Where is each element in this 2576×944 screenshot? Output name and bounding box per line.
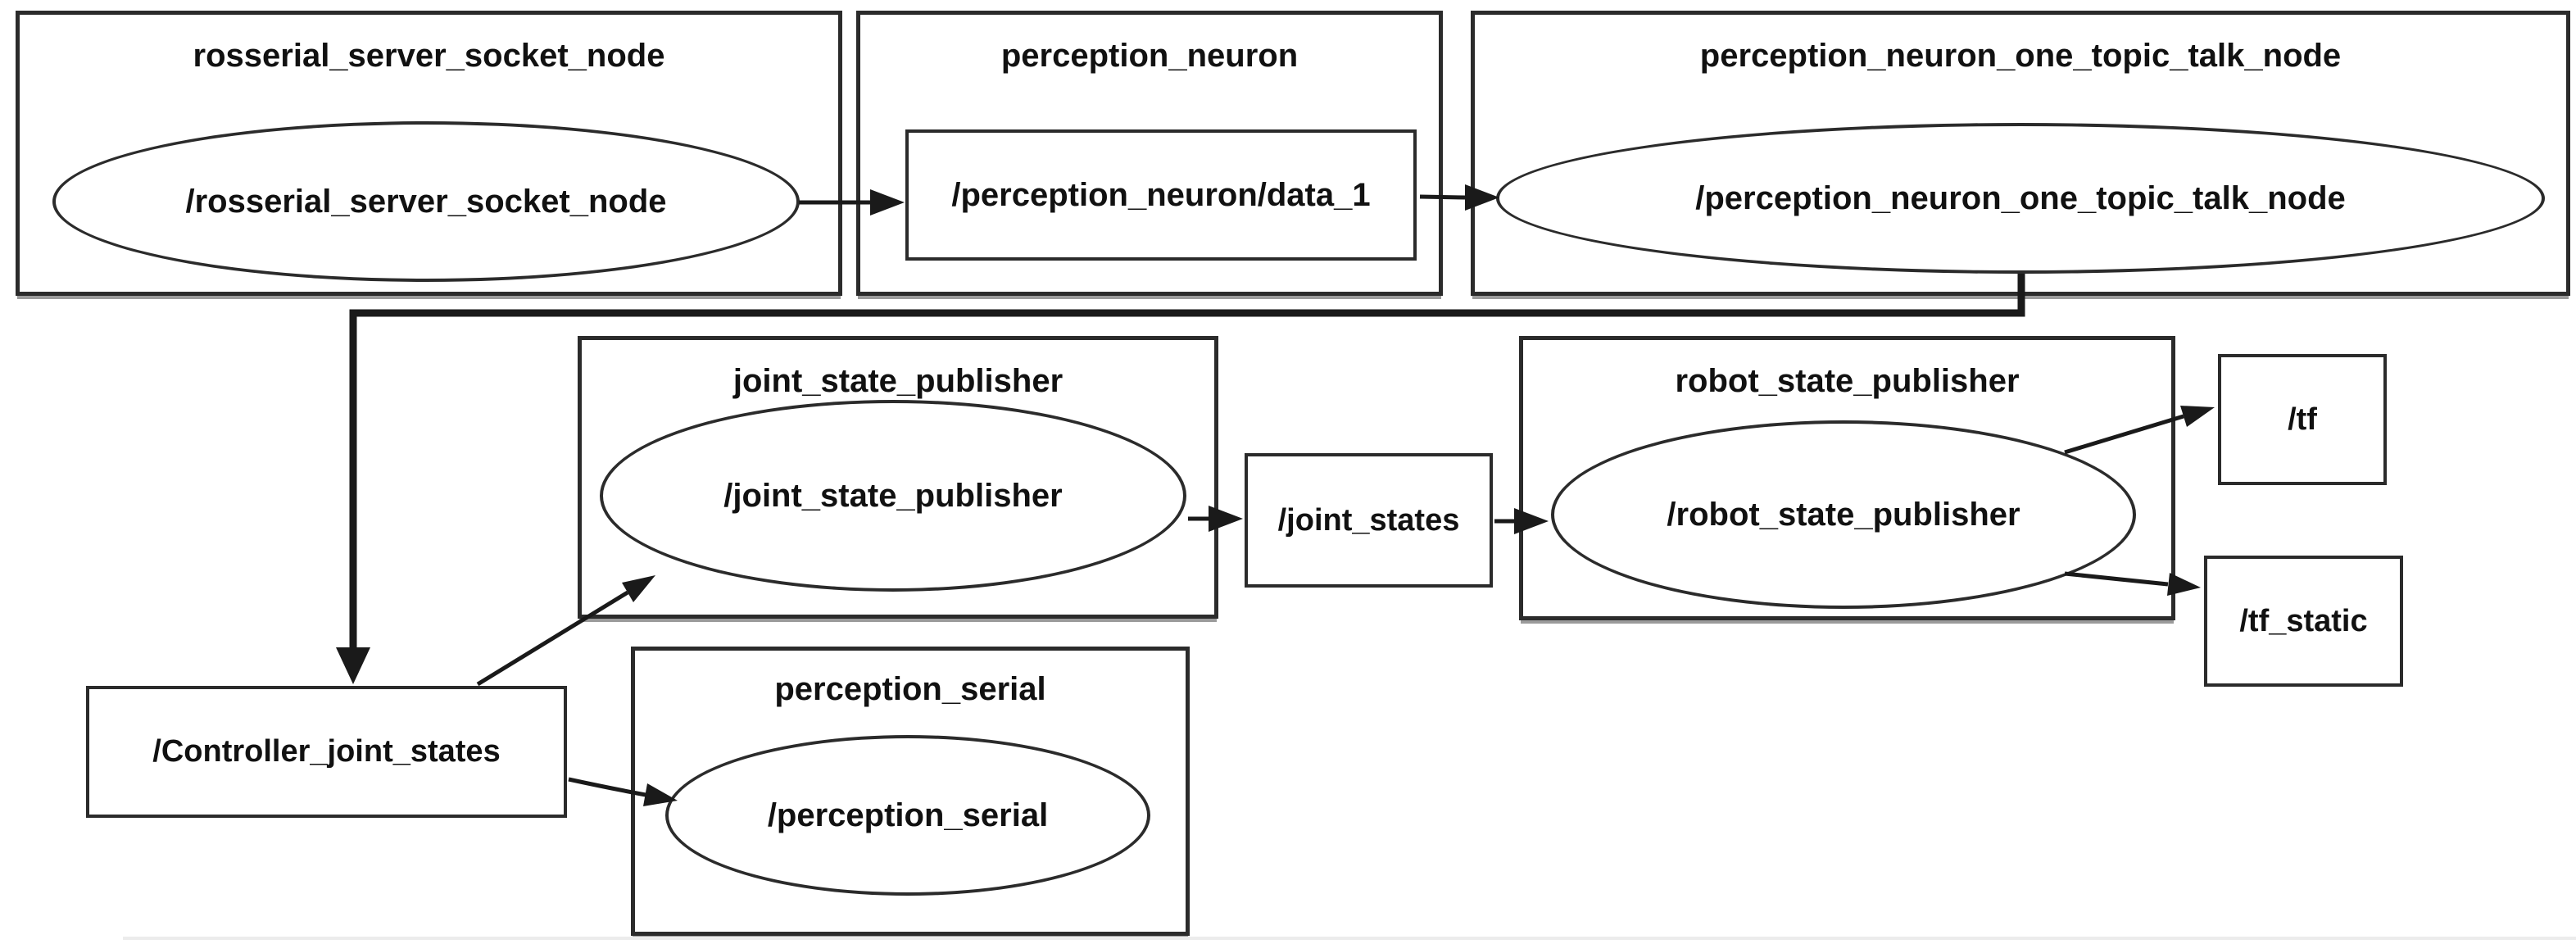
cluster-joint-state-publisher: joint_state_publisher /joint_state_publi…: [578, 336, 1218, 619]
topic-label-joint-states: /joint_states: [1277, 502, 1460, 538]
page-bottom-edge: [123, 937, 2576, 940]
topic-perception-neuron-data-1: /perception_neuron/data_1: [905, 129, 1417, 261]
cluster-label-perception-neuron-one-topic-talk-node: perception_neuron_one_topic_talk_node: [1699, 38, 2342, 74]
cluster-perception-neuron: perception_neuron /perception_neuron/dat…: [856, 11, 1443, 296]
cluster-perception-neuron-one-topic-talk-node: perception_neuron_one_topic_talk_node /p…: [1471, 11, 2570, 296]
node-label-robot-state-publisher: /robot_state_publisher: [1667, 496, 2020, 533]
topic-label-tf-static: /tf_static: [2239, 603, 2368, 638]
topic-tf: /tf: [2218, 354, 2387, 485]
arrowhead-icon: [336, 647, 370, 684]
node-joint-state-publisher: /joint_state_publisher: [600, 400, 1186, 592]
topic-label-perception-neuron-data-1: /perception_neuron/data_1: [951, 176, 1371, 213]
topic-tf-static: /tf_static: [2204, 556, 2403, 687]
cluster-label-rosserial-server-socket-node: rosserial_server_socket_node: [193, 38, 665, 74]
cluster-robot-state-publisher: robot_state_publisher /robot_state_publi…: [1519, 336, 2175, 620]
node-label-rosserial-server-socket-node: /rosserial_server_socket_node: [185, 183, 667, 220]
cluster-label-perception-neuron: perception_neuron: [1000, 38, 1299, 74]
cluster-label-joint-state-publisher: joint_state_publisher: [732, 363, 1064, 399]
node-label-perception-serial: /perception_serial: [767, 796, 1049, 833]
topic-label-controller-joint-states: /Controller_joint_states: [152, 734, 501, 769]
node-perception-serial: /perception_serial: [665, 735, 1150, 896]
topic-controller-joint-states: /Controller_joint_states: [86, 686, 567, 818]
topic-label-tf: /tf: [2288, 402, 2317, 437]
cluster-perception-serial: perception_serial /perception_serial: [631, 647, 1190, 936]
arrowhead-icon: [2180, 406, 2215, 427]
topic-joint-states: /joint_states: [1245, 453, 1493, 588]
node-rosserial-server-socket-node: /rosserial_server_socket_node: [52, 121, 800, 282]
cluster-label-robot-state-publisher: robot_state_publisher: [1675, 363, 2020, 399]
cluster-label-perception-serial: perception_serial: [774, 671, 1046, 707]
node-label-perception-neuron-one-topic-talk-node: /perception_neuron_one_topic_talk_node: [1695, 179, 2346, 216]
cluster-rosserial-server-socket-node: rosserial_server_socket_node /rosserial_…: [16, 11, 842, 296]
node-label-joint-state-publisher: /joint_state_publisher: [723, 477, 1063, 514]
node-perception-neuron-one-topic-talk-node: /perception_neuron_one_topic_talk_node: [1496, 123, 2545, 274]
node-robot-state-publisher: /robot_state_publisher: [1551, 420, 2136, 609]
